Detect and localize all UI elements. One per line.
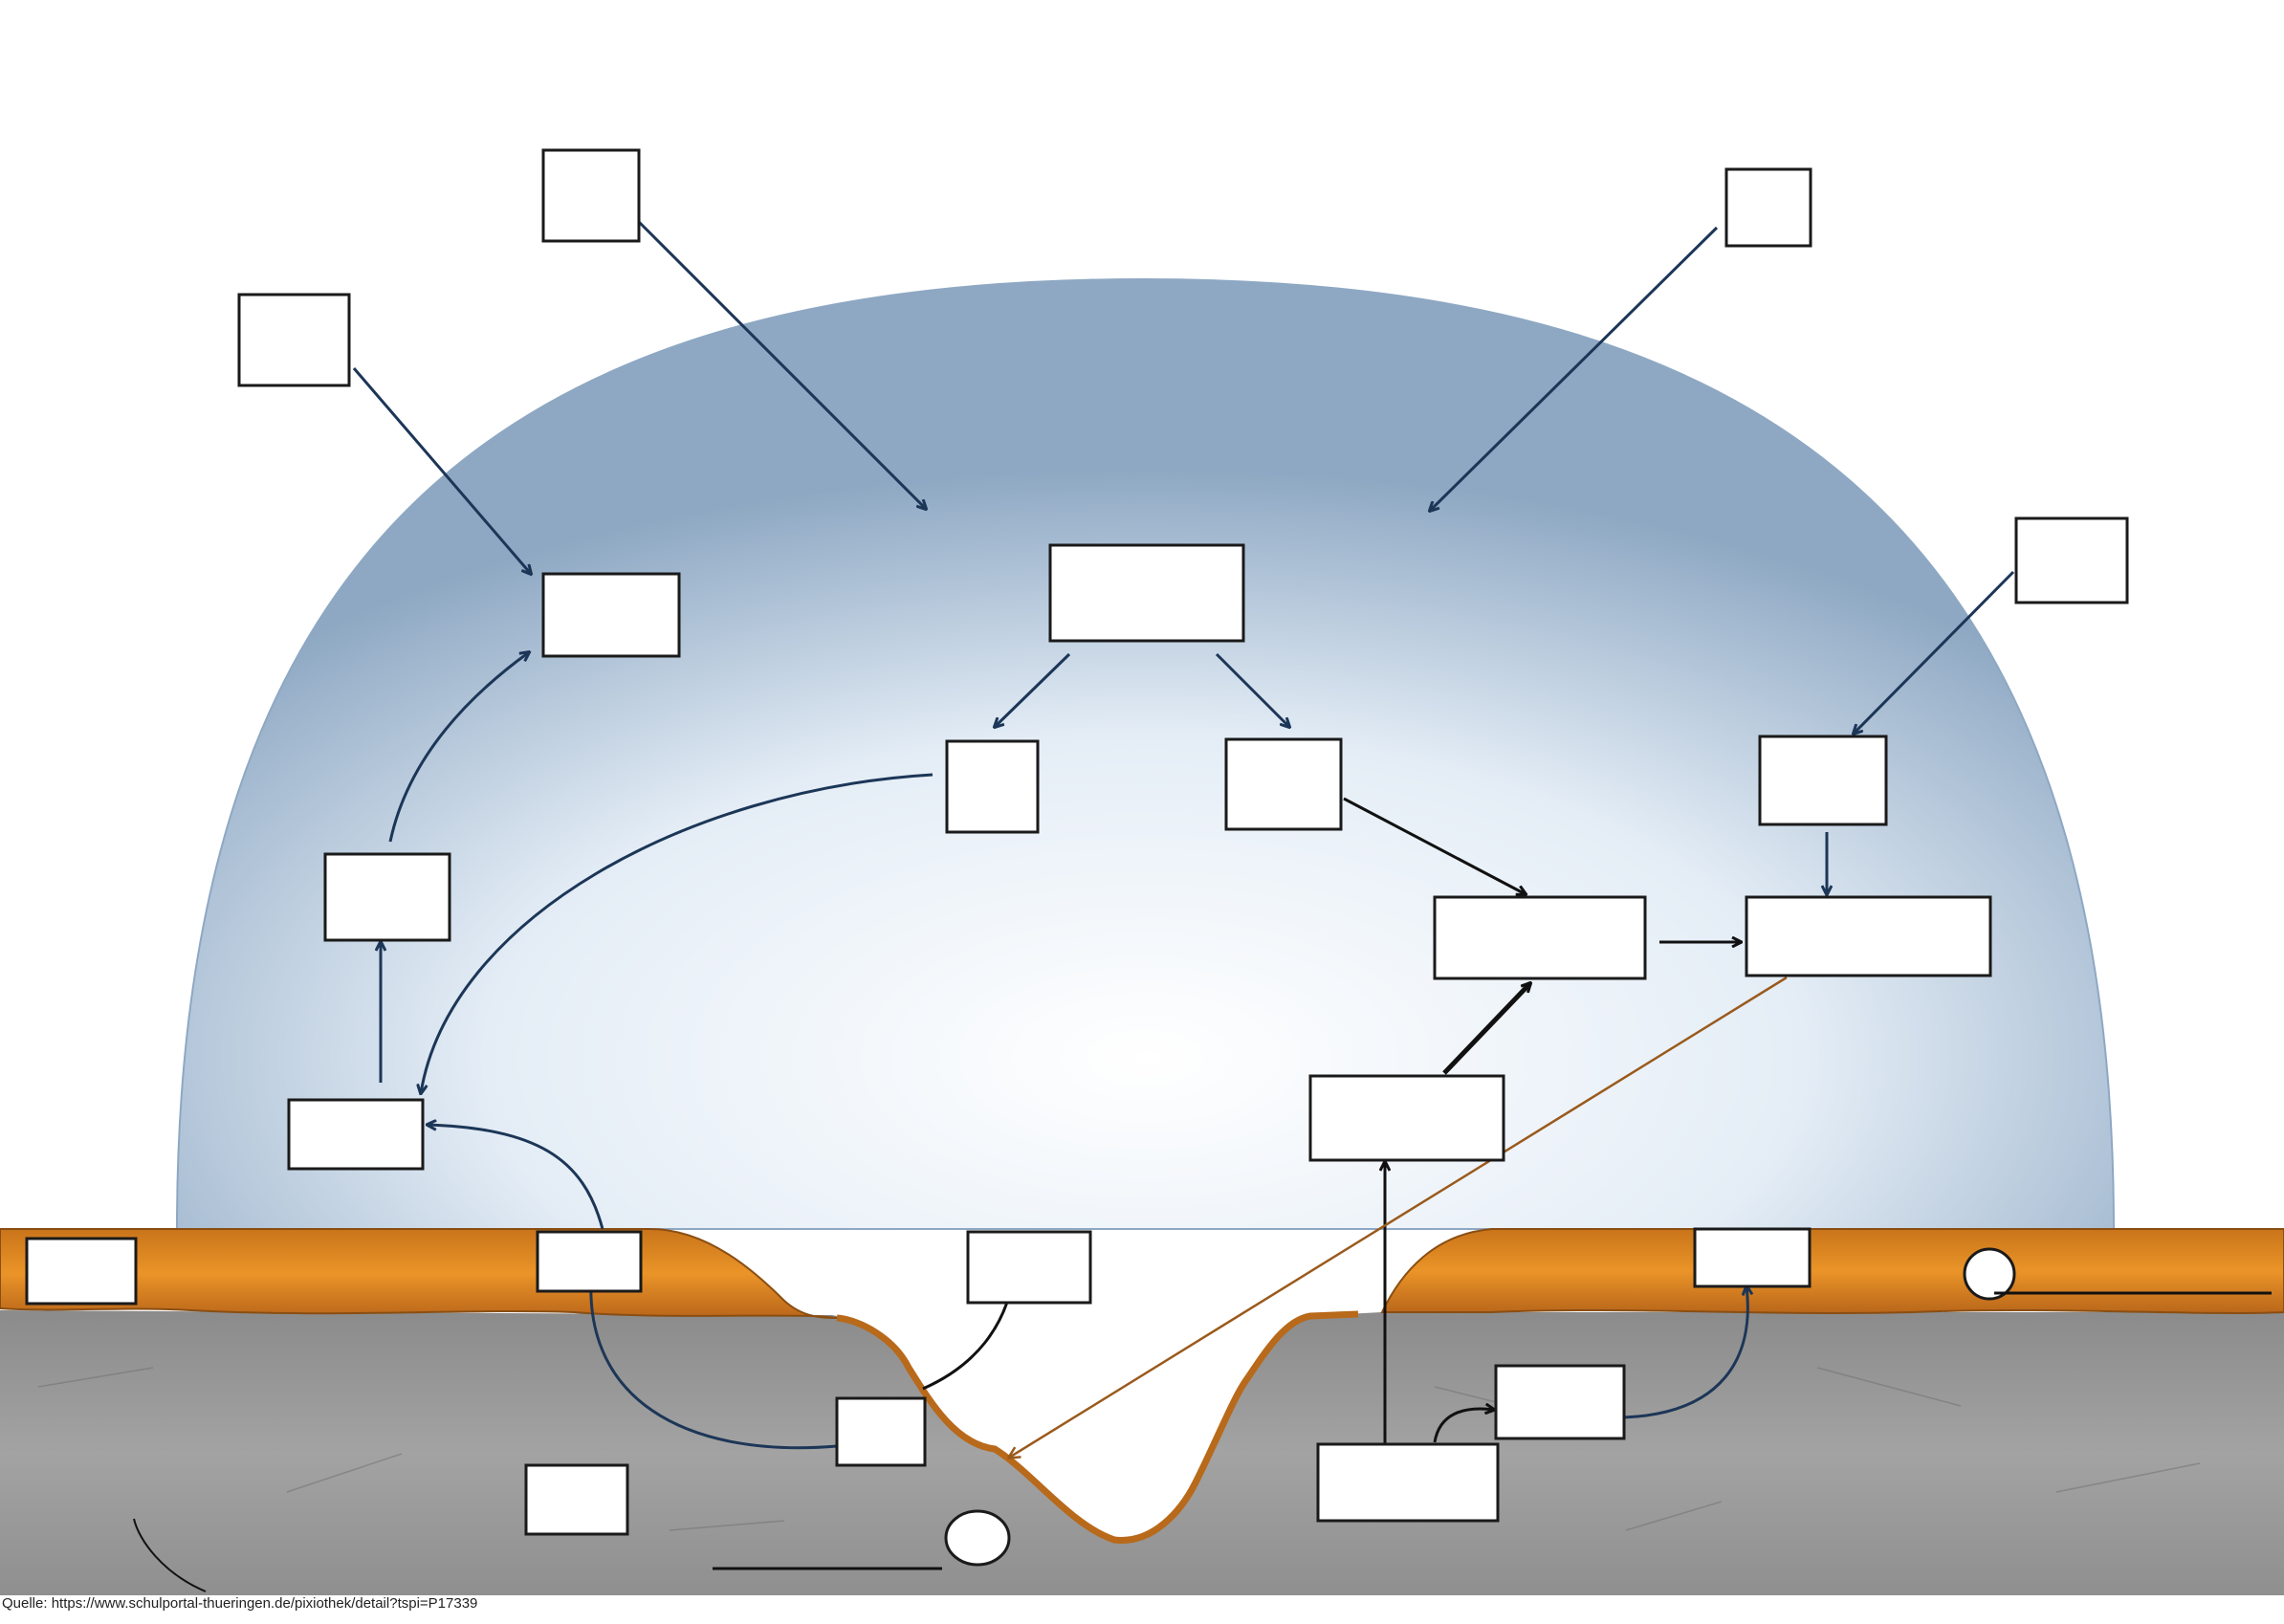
label-box-top-center[interactable] — [541, 148, 641, 243]
arrow-center-to-left — [995, 652, 1071, 727]
arrow-up-thick — [1442, 983, 1530, 1075]
label-box-top-right[interactable] — [1724, 167, 1812, 248]
arrow-top-left — [352, 367, 531, 574]
metal-base — [0, 1310, 2284, 1595]
label-box-metal-pit[interactable] — [835, 1396, 927, 1467]
arrow-metal-right-to-coating — [1623, 1286, 1747, 1419]
label-box-right-upper[interactable] — [1758, 735, 1888, 826]
arrow-brown-diagonal — [1009, 976, 1788, 1458]
label-box-coating-right[interactable] — [1693, 1227, 1812, 1288]
label-box-product[interactable] — [1745, 895, 1992, 977]
water-droplet-dome — [175, 277, 2116, 1230]
label-box-upper-left[interactable] — [541, 572, 681, 658]
pit-rust-edge — [836, 1310, 1359, 1544]
arrow-arc-big — [421, 773, 933, 1093]
label-box-ion[interactable] — [1433, 895, 1647, 980]
arrow-small-curl — [1433, 1409, 1494, 1443]
arrow-metal-to-coating — [591, 1259, 838, 1450]
label-box-left-mid[interactable] — [323, 852, 451, 942]
label-boxes — [25, 148, 2129, 1536]
label-box-top-left[interactable] — [237, 293, 351, 387]
blank-circle-bottom[interactable] — [944, 1509, 1011, 1567]
label-box-center-left[interactable] — [945, 739, 1040, 834]
label-box-center-top[interactable] — [1048, 543, 1245, 643]
arrow-top-center — [637, 220, 926, 509]
arrow-center-to-right — [1215, 652, 1289, 727]
label-box-far-right-top[interactable] — [2014, 516, 2129, 604]
coating-right — [1380, 1228, 2284, 1314]
label-box-left-lower[interactable] — [287, 1098, 425, 1171]
arrow-upper-right — [1854, 570, 2015, 734]
label-box-right-lower[interactable] — [1308, 1074, 1505, 1162]
stray-mark — [133, 1518, 207, 1592]
label-box-center-right[interactable] — [1224, 737, 1343, 831]
label-box-pit-top[interactable] — [966, 1230, 1092, 1305]
blank-circle-right[interactable] — [1963, 1247, 2016, 1301]
source-credit: Quelle: https://www.schulportal-thuering… — [2, 1595, 478, 1612]
label-box-coating-left[interactable] — [536, 1230, 643, 1293]
arrow-coating-to-left — [428, 1125, 604, 1230]
label-box-metal-right[interactable] — [1494, 1364, 1626, 1440]
arrow-top-right — [1430, 226, 1719, 511]
arrows-blue — [352, 220, 2015, 1450]
arrow-to-ion-box — [1343, 797, 1526, 894]
label-box-coating-far-left[interactable] — [25, 1237, 138, 1306]
label-box-metal-cathode[interactable] — [1316, 1442, 1500, 1523]
label-box-metal-left[interactable] — [524, 1463, 629, 1536]
arrow-left-up — [388, 652, 529, 843]
